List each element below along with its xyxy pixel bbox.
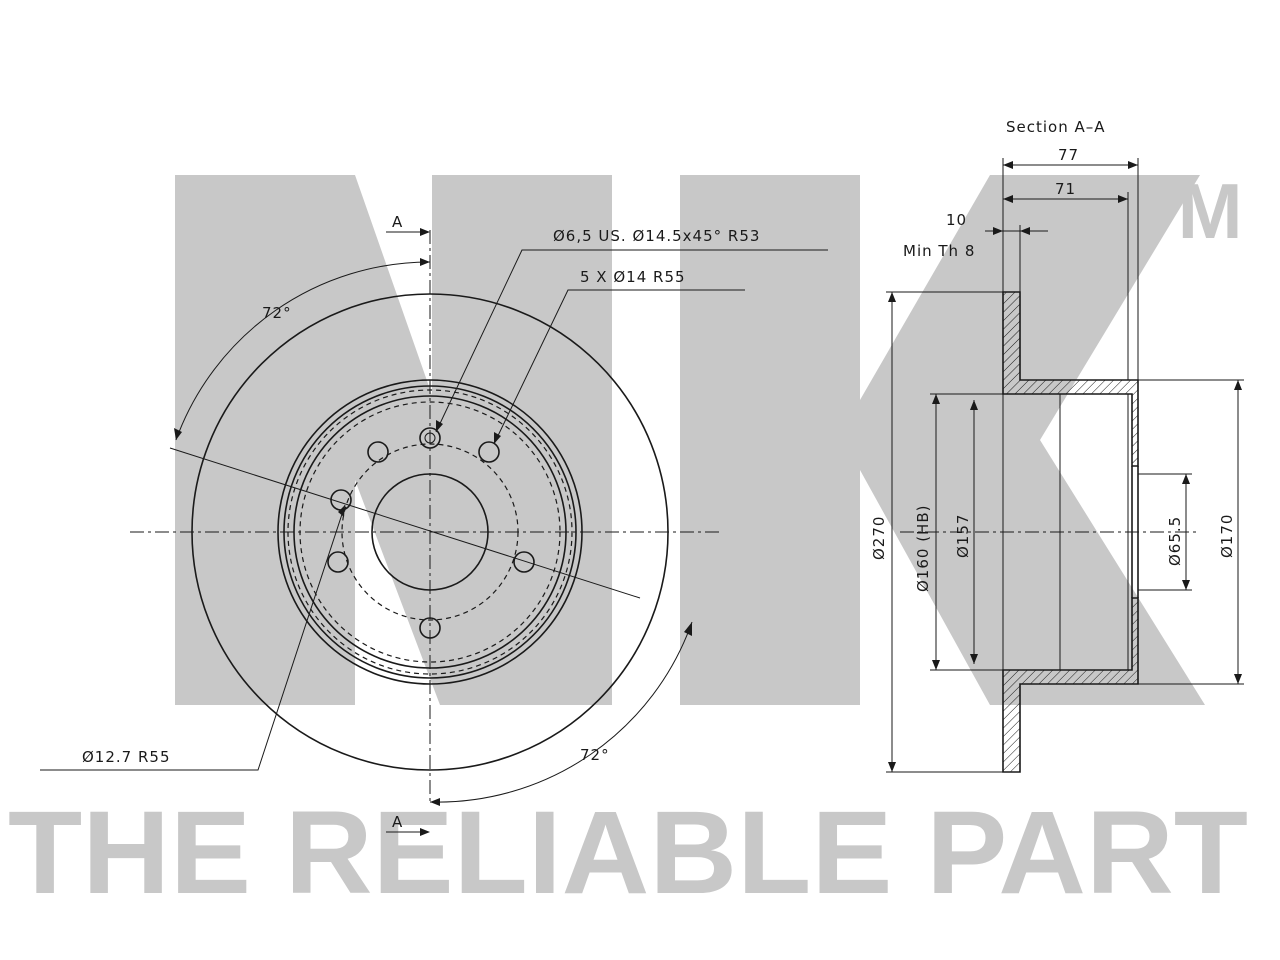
- bolt-hole: [419, 617, 441, 639]
- arrow-head: [970, 654, 978, 664]
- arrow-head: [1234, 380, 1242, 390]
- hat-step-hidden-line: [299, 401, 561, 663]
- arrow-head: [420, 228, 430, 236]
- leader-hub-holes: [40, 504, 346, 771]
- leader-pilot-hole: [435, 249, 828, 433]
- arrow-head: [1128, 161, 1138, 169]
- arrow-head: [1003, 161, 1013, 169]
- arrow-head: [430, 798, 440, 806]
- arrow-head: [338, 505, 345, 517]
- nk-logo-watermark: TM: [175, 167, 1243, 705]
- arrow-head: [1182, 580, 1190, 590]
- dim-label-65-5: Ø65.5: [1166, 516, 1184, 566]
- hat-outer-wall: [283, 385, 577, 679]
- dim-label-77: 77: [1058, 146, 1079, 164]
- angle-label-top: 72°: [262, 304, 292, 322]
- pilot-hole: [419, 427, 441, 449]
- arrow-head: [1003, 195, 1013, 203]
- arrow-head: [494, 432, 501, 444]
- bolt-hole: [478, 441, 500, 463]
- slogan-watermark: THE RELIABLE PART: [8, 787, 1248, 919]
- arrow-head: [888, 762, 896, 772]
- dim-label-160: Ø160 (HB): [914, 505, 932, 592]
- dim-label-170: Ø170: [1218, 514, 1236, 558]
- angle-arc-top: [175, 261, 431, 441]
- arrow-head: [1182, 474, 1190, 484]
- arrow-head: [174, 428, 182, 440]
- arrow-head: [1020, 227, 1030, 235]
- bolt-circle-hidden-line: [341, 443, 519, 621]
- section-marker-bottom: A: [392, 813, 403, 831]
- angle-arc-bottom: [429, 621, 693, 803]
- leader-bolt-holes: [493, 289, 745, 445]
- arrow-head: [684, 622, 692, 636]
- trademark-label: TM: [1130, 167, 1243, 255]
- callout-bolt-holes: 5 X Ø14 R55: [580, 268, 686, 286]
- arrow-head: [932, 660, 940, 670]
- disc-front-view: 72° 72° A A Ø6,5 US. Ø14.5x45° R53 5 X Ø…: [40, 213, 828, 836]
- dim-label-270: Ø270: [870, 516, 888, 560]
- arrow-head: [1234, 674, 1242, 684]
- dim-label-157: Ø157: [954, 514, 972, 558]
- section-title: Section A–A: [1006, 118, 1106, 136]
- callout-pilot-hole: Ø6,5 US. Ø14.5x45° R53: [553, 227, 760, 245]
- bolt-holes: [327, 427, 535, 639]
- friction-ring-inner-edge: [277, 379, 583, 685]
- arrow-head: [436, 420, 443, 432]
- arrow-head: [970, 400, 978, 410]
- disc-section-view: Section A–A 77 71 10 Min Th 8: [870, 118, 1244, 773]
- section-cut-line: [169, 447, 641, 599]
- hat-inner-wall: [293, 395, 567, 669]
- arrow-head: [888, 292, 896, 302]
- arrow-head: [420, 828, 430, 836]
- hat-wall-hidden-line: [287, 389, 573, 675]
- bolt-hole: [513, 551, 535, 573]
- arrow-head: [420, 258, 430, 266]
- callout-hub-holes: Ø12.7 R55: [82, 748, 170, 766]
- disc-outer-edge: [191, 293, 669, 771]
- min-thickness-label: Min Th 8: [903, 242, 975, 260]
- centre-bore: [371, 473, 489, 591]
- section-marker-top: A: [392, 213, 403, 231]
- logo-letter-n-shape: [175, 175, 612, 705]
- arrow-head: [993, 227, 1003, 235]
- bolt-hole: [367, 441, 389, 463]
- bolt-hole: [327, 551, 349, 573]
- logo-letter-k-shape: [680, 175, 1205, 705]
- arrow-head: [932, 394, 940, 404]
- pilot-hole-countersink: [424, 432, 436, 444]
- dim-label-71: 71: [1055, 180, 1076, 198]
- arrow-head: [1118, 195, 1128, 203]
- dim-label-10: 10: [946, 211, 967, 229]
- angle-label-bottom: 72°: [580, 746, 610, 764]
